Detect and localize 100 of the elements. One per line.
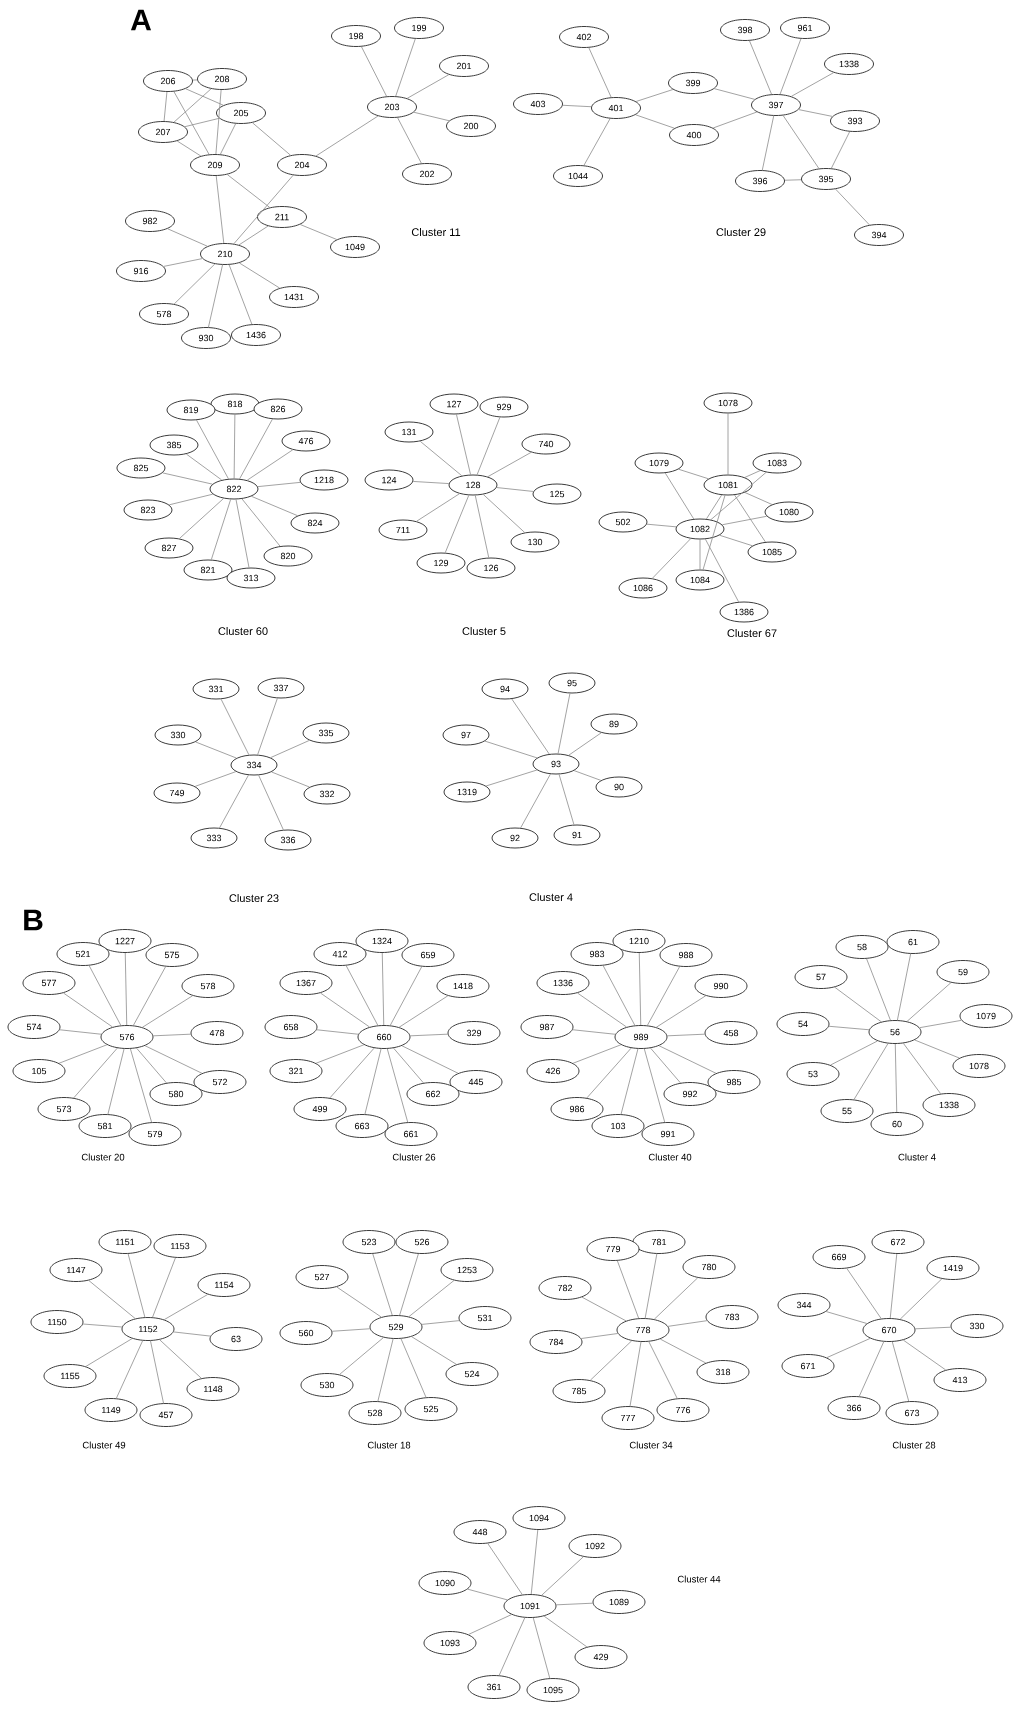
ellipse-node: 749 [153, 782, 201, 804]
connector-line [144, 1045, 203, 1074]
connector-line [316, 1029, 359, 1035]
connector-line [419, 440, 463, 477]
connector-line [468, 1614, 512, 1635]
connector-line [107, 1048, 125, 1115]
connector-line [474, 495, 490, 558]
ellipse-node: 661 [384, 1122, 438, 1146]
ellipse-node: 476 [281, 430, 331, 452]
ellipse-node: 825 [116, 457, 166, 479]
ellipse-node: 54 [776, 1012, 830, 1036]
ellipse-node: 125 [532, 483, 582, 505]
ellipse-node: 202 [402, 163, 452, 185]
connector-line [73, 1047, 118, 1099]
connector-line [828, 1025, 870, 1031]
connector-line [541, 1556, 584, 1596]
connector-line [393, 1047, 424, 1084]
connector-line [152, 1033, 192, 1037]
cluster-label: Cluster 60 [218, 626, 268, 636]
ellipse-node: 445 [449, 1070, 503, 1094]
connector-line [412, 481, 450, 484]
connector-line [339, 1337, 384, 1375]
ellipse-node: 89 [590, 713, 638, 735]
ellipse-node: 366 [827, 1396, 881, 1420]
ellipse-node: 528 [348, 1401, 402, 1425]
connector-line [744, 470, 761, 478]
connector-line [572, 1029, 616, 1035]
ellipse-node: 783 [705, 1305, 759, 1329]
ellipse-node: 578 [139, 303, 189, 325]
connector-line [163, 258, 203, 267]
connector-line [372, 1253, 393, 1316]
ellipse-node: 401 [591, 97, 641, 119]
connector-line [659, 1338, 707, 1364]
connector-line [558, 773, 575, 826]
connector-line [914, 1039, 960, 1059]
connector-line [299, 224, 338, 240]
ellipse-node: 207 [138, 121, 188, 143]
connector-line [476, 416, 501, 476]
ellipse-node: 335 [302, 722, 350, 744]
connector-line [853, 1043, 889, 1100]
ellipse-node: 1227 [98, 929, 152, 953]
ellipse-node: 521 [56, 942, 110, 966]
ellipse-node: 1079 [634, 452, 684, 474]
ellipse-node: 1093 [423, 1631, 477, 1655]
ellipse-node: 1253 [440, 1258, 494, 1282]
connector-line [580, 1333, 619, 1339]
cluster-label: Cluster 49 [82, 1441, 126, 1449]
ellipse-node: 203 [367, 96, 417, 118]
ellipse-node: 1044 [553, 165, 603, 187]
connector-line [749, 40, 772, 95]
ellipse-node: 128 [448, 474, 498, 496]
ellipse-node: 1153 [153, 1234, 207, 1258]
cluster-label: Cluster 26 [392, 1153, 436, 1161]
connector-line [399, 1253, 419, 1316]
connector-line [220, 698, 250, 756]
connector-line [666, 1033, 706, 1037]
connector-line [219, 123, 237, 155]
connector-line [906, 982, 952, 1022]
connector-line [251, 495, 298, 517]
ellipse-node: 124 [364, 469, 414, 491]
connector-line [246, 449, 294, 481]
ellipse-node: 824 [290, 512, 340, 534]
ellipse-node: 448 [453, 1520, 507, 1544]
connector-line [784, 179, 802, 181]
connector-line [215, 89, 222, 155]
ellipse-node: 399 [668, 72, 718, 94]
connector-line [635, 89, 674, 102]
ellipse-node: 332 [303, 783, 351, 805]
ellipse-node: 529 [369, 1315, 423, 1339]
connector-line [891, 1341, 910, 1402]
ellipse-node: 776 [656, 1398, 710, 1422]
ellipse-node: 1095 [526, 1678, 580, 1702]
ellipse-node: 1324 [355, 929, 409, 953]
ellipse-node: 211 [257, 206, 307, 228]
cluster-label: Cluster 44 [677, 1575, 721, 1583]
ellipse-node: 394 [854, 224, 904, 246]
ellipse-node: 206 [143, 70, 193, 92]
ellipse-node: 576 [100, 1025, 154, 1049]
connector-line [699, 539, 701, 570]
ellipse-node: 57 [794, 965, 848, 989]
connector-line [826, 1338, 871, 1359]
connector-line [238, 262, 281, 289]
ellipse-node: 822 [209, 478, 259, 500]
cluster-label: Cluster 34 [629, 1441, 673, 1449]
cluster-label: Cluster 29 [716, 227, 766, 237]
connector-line [257, 482, 301, 488]
ellipse-node: 1386 [719, 601, 769, 623]
connector-line [408, 1280, 455, 1317]
connector-line [866, 958, 891, 1021]
ellipse-node: 572 [193, 1070, 247, 1094]
ellipse-node: 1419 [926, 1256, 980, 1280]
ellipse-node: 334 [230, 754, 278, 776]
connector-line [583, 118, 611, 166]
connector-line [124, 952, 128, 1026]
connector-line [162, 472, 213, 485]
connector-line [835, 188, 870, 226]
connector-line [498, 1617, 526, 1676]
ellipse-node: 819 [166, 399, 216, 421]
connector-line [586, 1047, 632, 1099]
connector-line [400, 1338, 427, 1398]
